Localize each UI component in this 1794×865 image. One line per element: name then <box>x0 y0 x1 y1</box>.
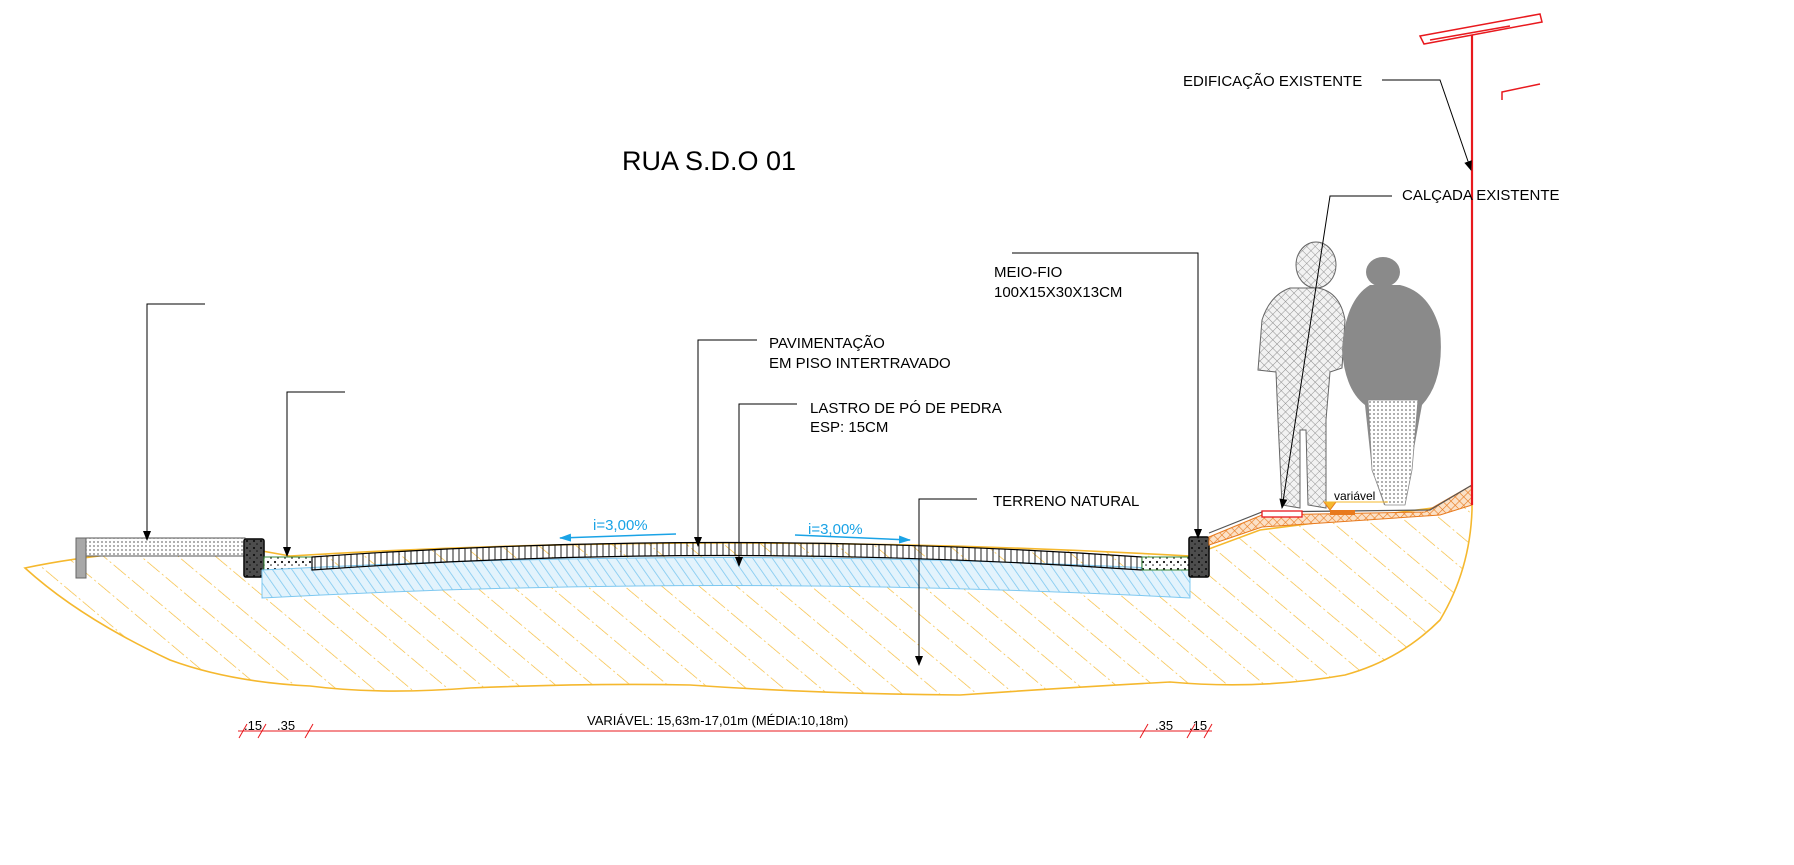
drawing-title: RUA S.D.O 01 <box>622 146 796 176</box>
dimension-left-15: .15 <box>244 718 262 733</box>
dimension-right-35: .35 <box>1155 718 1173 733</box>
building-label: EDIFICAÇÃO EXISTENTE <box>1183 73 1362 90</box>
natural-terrain <box>23 502 1473 696</box>
person-man-silhouette <box>1257 241 1346 509</box>
leader-lines <box>143 79 1472 666</box>
dimension-left-35: .35 <box>277 718 295 733</box>
existing-building <box>1418 13 1543 505</box>
stone-dust-base <box>261 557 1191 599</box>
slope-left-label: i=3,00% <box>593 517 648 534</box>
person-woman-silhouette <box>1342 257 1441 506</box>
variable-small-label: variável <box>1334 489 1375 503</box>
left-curb <box>243 538 313 578</box>
slope-right-label: i=3,00% <box>808 521 863 538</box>
variable-level-marker <box>1323 501 1388 511</box>
right-curb <box>1141 536 1210 578</box>
base-label-line1: LASTRO DE PÓ DE PEDRA <box>810 400 1002 417</box>
slope-arrows <box>559 533 911 544</box>
curb-label-line2: 100X15X30X13CM <box>994 284 1122 301</box>
dimension-right-15: .15 <box>1189 718 1207 733</box>
pavement-label-line1: PAVIMENTAÇÃO <box>769 335 885 352</box>
curb-label-line1: MEIO-FIO <box>994 264 1062 281</box>
base-label-line2: ESP: 15CM <box>810 419 888 436</box>
dimension-line <box>238 723 1213 739</box>
sidewalk-label: CALÇADA EXISTENTE <box>1402 187 1560 204</box>
terrain-label: TERRENO NATURAL <box>993 493 1139 510</box>
dimension-main-label: VARIÁVEL: 15,63m-17,01m (MÉDIA:10,18m) <box>587 713 848 728</box>
pavement-label-line2: EM PISO INTERTRAVADO <box>769 355 951 372</box>
